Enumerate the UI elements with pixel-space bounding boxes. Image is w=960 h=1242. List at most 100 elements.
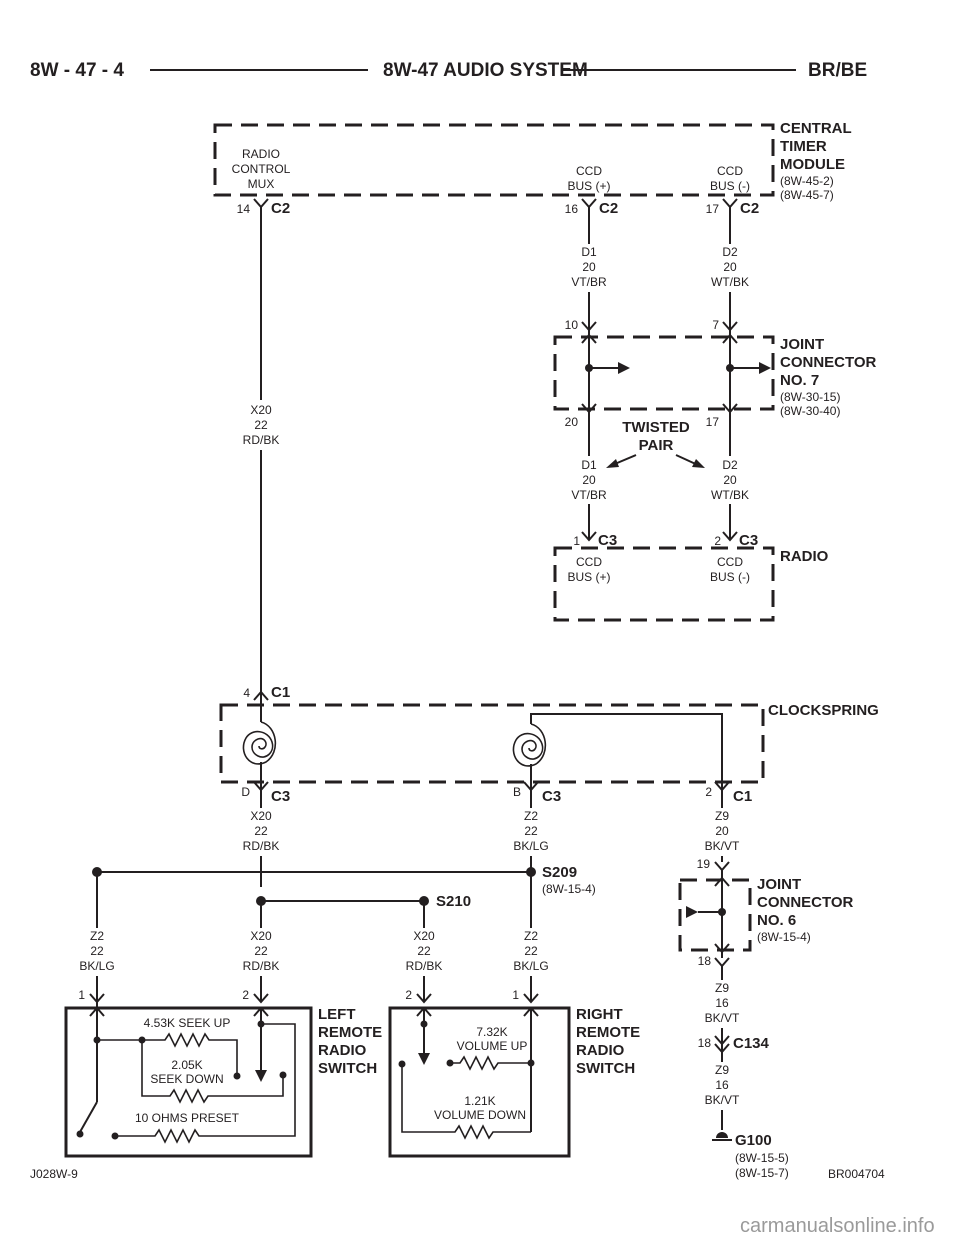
wire-circuit: Z2 xyxy=(524,809,538,823)
ctm-ccd-neg-line1: CCD xyxy=(717,164,743,178)
connector-c2-pin14: 14 C2 xyxy=(237,198,290,217)
jc6-pin-bottom: 18 xyxy=(698,954,712,968)
wire-label-d2-lower: D2 20 WT/BK xyxy=(711,458,749,502)
connector-c2-pin17: 17 C2 xyxy=(706,198,759,217)
connector-pin: 16 xyxy=(565,202,579,216)
wire-label-bg xyxy=(707,456,753,504)
connector-name: C2 xyxy=(740,200,759,217)
left-remote-radio-switch: 1 2 LEFT REMOTE RADIO SWITCH 4.53K SEEK … xyxy=(64,988,382,1158)
splice-s210: S210 xyxy=(256,893,471,910)
jc6-arrow xyxy=(686,906,698,918)
wire-circuit: D2 xyxy=(722,458,738,472)
wire-label-bg xyxy=(707,244,753,292)
jc7-terminal xyxy=(581,333,597,344)
clockspring-name: CLOCKSPRING xyxy=(768,702,879,719)
wire-label-x20-right: X20 22 RD/BK xyxy=(406,929,443,973)
radio-ccd-pos-line1: CCD xyxy=(576,555,602,569)
ctm-ccd-neg-line2: BUS (-) xyxy=(710,179,750,193)
clockspring-c3-pin: B xyxy=(513,785,521,799)
ctm-ref-2: (8W-45-7) xyxy=(780,188,834,202)
right-switch-name-4: SWITCH xyxy=(576,1060,635,1077)
wire-circuit: D1 xyxy=(581,245,597,259)
left-switch-box xyxy=(64,1006,313,1158)
left-switch-seek-down-2: SEEK DOWN xyxy=(150,1072,223,1086)
wire-circuit: D2 xyxy=(722,245,738,259)
clockspring-box xyxy=(219,703,765,784)
jc7-pin-bottom-left: 20 xyxy=(565,415,579,429)
right-remote-radio-switch: 2 1 RIGHT REMOTE RADIO SWITCH 7.32K VOLU… xyxy=(388,988,640,1158)
jc7-name-line3: NO. 7 xyxy=(780,372,819,389)
wire-label-bg xyxy=(74,928,120,976)
wire-color: BK/VT xyxy=(705,839,740,853)
wire-label-z2-right: Z2 22 BK/LG xyxy=(513,929,548,973)
clockspring-c3-pin: D xyxy=(241,785,250,799)
wire-circuit: Z9 xyxy=(715,1063,729,1077)
joint-connector-7-box xyxy=(553,335,775,411)
left-switch-contact-dot xyxy=(76,1130,84,1138)
wire-gauge: 22 xyxy=(90,944,104,958)
radio-control-mux-line1: RADIO xyxy=(242,147,280,161)
wire-circuit: Z9 xyxy=(715,981,729,995)
twisted-pair-line2: PAIR xyxy=(639,437,674,454)
radio-c3-name: C3 xyxy=(739,532,758,549)
wire-circuit: Z2 xyxy=(90,929,104,943)
right-switch-pin-1: 1 xyxy=(512,988,519,1002)
clockspring-coil-middle xyxy=(512,723,547,767)
wire-color: VT/BR xyxy=(571,488,607,502)
page-header: 8W - 47 - 4 8W-47 AUDIO SYSTEM BR/BE xyxy=(30,60,867,81)
wire-color: BK/LG xyxy=(513,959,548,973)
connector-symbol xyxy=(581,198,597,209)
wire-label-bg xyxy=(699,1062,745,1110)
left-switch-contact-dot xyxy=(233,1072,241,1080)
wire-gauge: 22 xyxy=(524,824,538,838)
right-switch-contact-dot xyxy=(446,1059,454,1067)
joint-connector-6-box xyxy=(678,878,752,952)
connector-name: C2 xyxy=(599,200,618,217)
wire-color: RD/BK xyxy=(243,959,280,973)
wire-gauge: 20 xyxy=(723,473,737,487)
connector-symbol xyxy=(523,993,539,1004)
connector-c134: 18 C134 xyxy=(698,1035,770,1054)
ground-symbol xyxy=(716,1132,728,1138)
radio-control-mux-line2: CONTROL xyxy=(232,162,291,176)
jc6-terminal xyxy=(714,943,730,954)
left-switch-name-3: RADIO xyxy=(318,1042,367,1059)
header-title: 8W-47 AUDIO SYSTEM xyxy=(383,60,588,81)
wire-gauge: 20 xyxy=(582,473,596,487)
central-timer-module-box xyxy=(213,123,775,197)
wire-label-z9-mid: Z9 16 BK/VT xyxy=(705,981,740,1025)
radio-c3-pin: 1 xyxy=(573,534,580,548)
wire-circuit: Z2 xyxy=(524,929,538,943)
connector-symbol xyxy=(416,993,432,1004)
connector-pin: 18 xyxy=(698,1036,712,1050)
ctm-name-line3: MODULE xyxy=(780,156,845,173)
right-switch-common-arrow xyxy=(418,1053,430,1065)
radio-control-mux-line3: MUX xyxy=(248,177,275,191)
wire-label-bg xyxy=(699,980,745,1028)
wire-circuit: X20 xyxy=(250,809,272,823)
ctm-name-line1: CENTRAL xyxy=(780,120,852,137)
connector-name: C134 xyxy=(733,1035,770,1052)
ctm-ref-1: (8W-45-2) xyxy=(780,174,834,188)
wire-gauge: 16 xyxy=(715,1078,729,1092)
ctm-ccd-pos-line2: BUS (+) xyxy=(567,179,610,193)
wire-label-bg xyxy=(508,928,554,976)
ctm-ccd-pos-line1: CCD xyxy=(576,164,602,178)
wire-color: RD/BK xyxy=(406,959,443,973)
clockspring-horn-path xyxy=(530,713,723,790)
twisted-pair-callout: TWISTED PAIR xyxy=(606,419,705,468)
left-switch-pin-2: 2 xyxy=(242,988,249,1002)
ground-name: G100 xyxy=(735,1132,772,1149)
connector-name: C2 xyxy=(271,200,290,217)
right-switch-volume-down-2: VOLUME DOWN xyxy=(434,1108,526,1122)
ground-ref-2: (8W-15-7) xyxy=(735,1166,789,1180)
connector-symbol xyxy=(722,198,738,209)
resistor-seek-down xyxy=(141,1040,284,1104)
wire-label-z9-clock: Z9 20 BK/VT xyxy=(705,809,740,853)
wire-color: BK/VT xyxy=(705,1011,740,1025)
wire-label-bg xyxy=(238,400,284,450)
right-switch-volume-down-1: 1.21K xyxy=(464,1094,495,1108)
wire-label-bg xyxy=(401,928,447,976)
connector-pin: 14 xyxy=(237,202,251,216)
left-switch-seek-down-1: 2.05K xyxy=(171,1058,202,1072)
